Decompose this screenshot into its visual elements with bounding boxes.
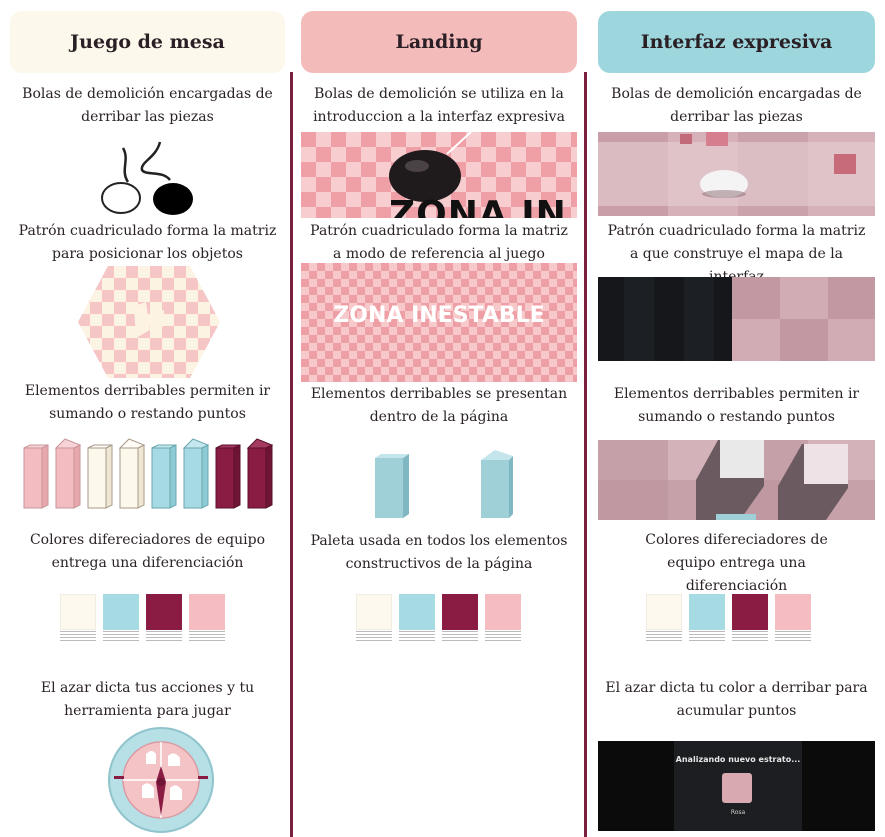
swatch	[732, 594, 768, 642]
item-description: Elementos derribables se presentan dentr…	[310, 386, 568, 425]
column-header: Juego de mesa	[10, 11, 285, 73]
zona-title-cut: ZONA IN	[389, 194, 567, 218]
swatch	[146, 594, 182, 642]
column-header: Interfaz expresiva	[598, 11, 875, 73]
item-description: Elementos derribables permiten ir sumand…	[613, 386, 860, 425]
swatch	[60, 594, 96, 642]
item-description: Bolas de demolición encargadas de derrib…	[22, 86, 273, 125]
swatch	[399, 594, 435, 642]
column-title: Interfaz expresiva	[640, 31, 833, 53]
column-juego-de-mesa: Juego de mesa Bolas de demolición encarg…	[10, 0, 285, 837]
color-swatch	[722, 773, 752, 803]
palette-swatches	[646, 594, 811, 642]
swatch	[356, 594, 392, 642]
swatch	[775, 594, 811, 642]
swatch	[689, 594, 725, 642]
column-title: Landing	[395, 31, 483, 53]
interfaz-wrecking-ball-scene	[598, 132, 875, 216]
random-color-modal-scene: Analizando nuevo estrato... Rosa	[598, 741, 875, 831]
interfaz-grid-map	[598, 277, 875, 361]
column-interfaz-expresiva: Interfaz expresiva Bolas de demolición e…	[598, 0, 875, 837]
swatch	[646, 594, 682, 642]
interfaz-prisms-scene	[598, 440, 875, 520]
palette-swatches	[356, 594, 521, 642]
item-description: Elementos derribables permiten ir sumand…	[24, 383, 271, 422]
column-divider	[290, 72, 293, 837]
column-title: Juego de mesa	[70, 31, 225, 53]
hexagon-checker-board	[78, 266, 220, 378]
swatch	[103, 594, 139, 642]
item-description: Patrón cuadriculado forma la matriz a qu…	[607, 223, 866, 285]
column-landing: Landing Bolas de demolición se utiliza e…	[301, 0, 577, 837]
column-divider	[584, 72, 587, 837]
modal-card: Analizando nuevo estrato... Rosa	[674, 741, 802, 831]
zona-inestable-text: ZONA INESTABLE	[333, 303, 545, 328]
item-description: Colores difereciadores de equipo entrega…	[29, 532, 266, 571]
color-label: Rosa	[730, 809, 746, 816]
zona-inestable-banner: ZONA INESTABLE	[301, 263, 577, 382]
swatch	[485, 594, 521, 642]
item-description: El azar dicta tu color a derribar para a…	[605, 680, 868, 719]
column-header: Landing	[301, 11, 577, 73]
swatch	[189, 594, 225, 642]
derribable-prisms-row	[22, 436, 288, 512]
spinner-roulette	[106, 726, 216, 834]
swatch	[442, 594, 478, 642]
item-description: El azar dicta tus acciones y tu herramie…	[40, 680, 255, 719]
landing-prisms	[361, 446, 521, 520]
landing-intro-wrecking-ball: ZONA IN	[301, 132, 577, 218]
item-description: Patrón cuadriculado forma la matriz a mo…	[310, 223, 568, 262]
item-description: Patrón cuadriculado forma la matriz para…	[18, 223, 277, 262]
palette-swatches	[60, 594, 225, 642]
item-description: Paleta usada en todos los elementos cons…	[310, 533, 568, 572]
item-description: Bolas de demolición se utiliza en la int…	[313, 86, 565, 125]
item-description: Bolas de demolición encargadas de derrib…	[611, 86, 862, 125]
item-description: Colores difereciadores de equipo entrega…	[645, 532, 828, 594]
modal-title: Analizando nuevo estrato...	[675, 755, 801, 764]
wrecking-balls-sketch	[90, 140, 210, 220]
